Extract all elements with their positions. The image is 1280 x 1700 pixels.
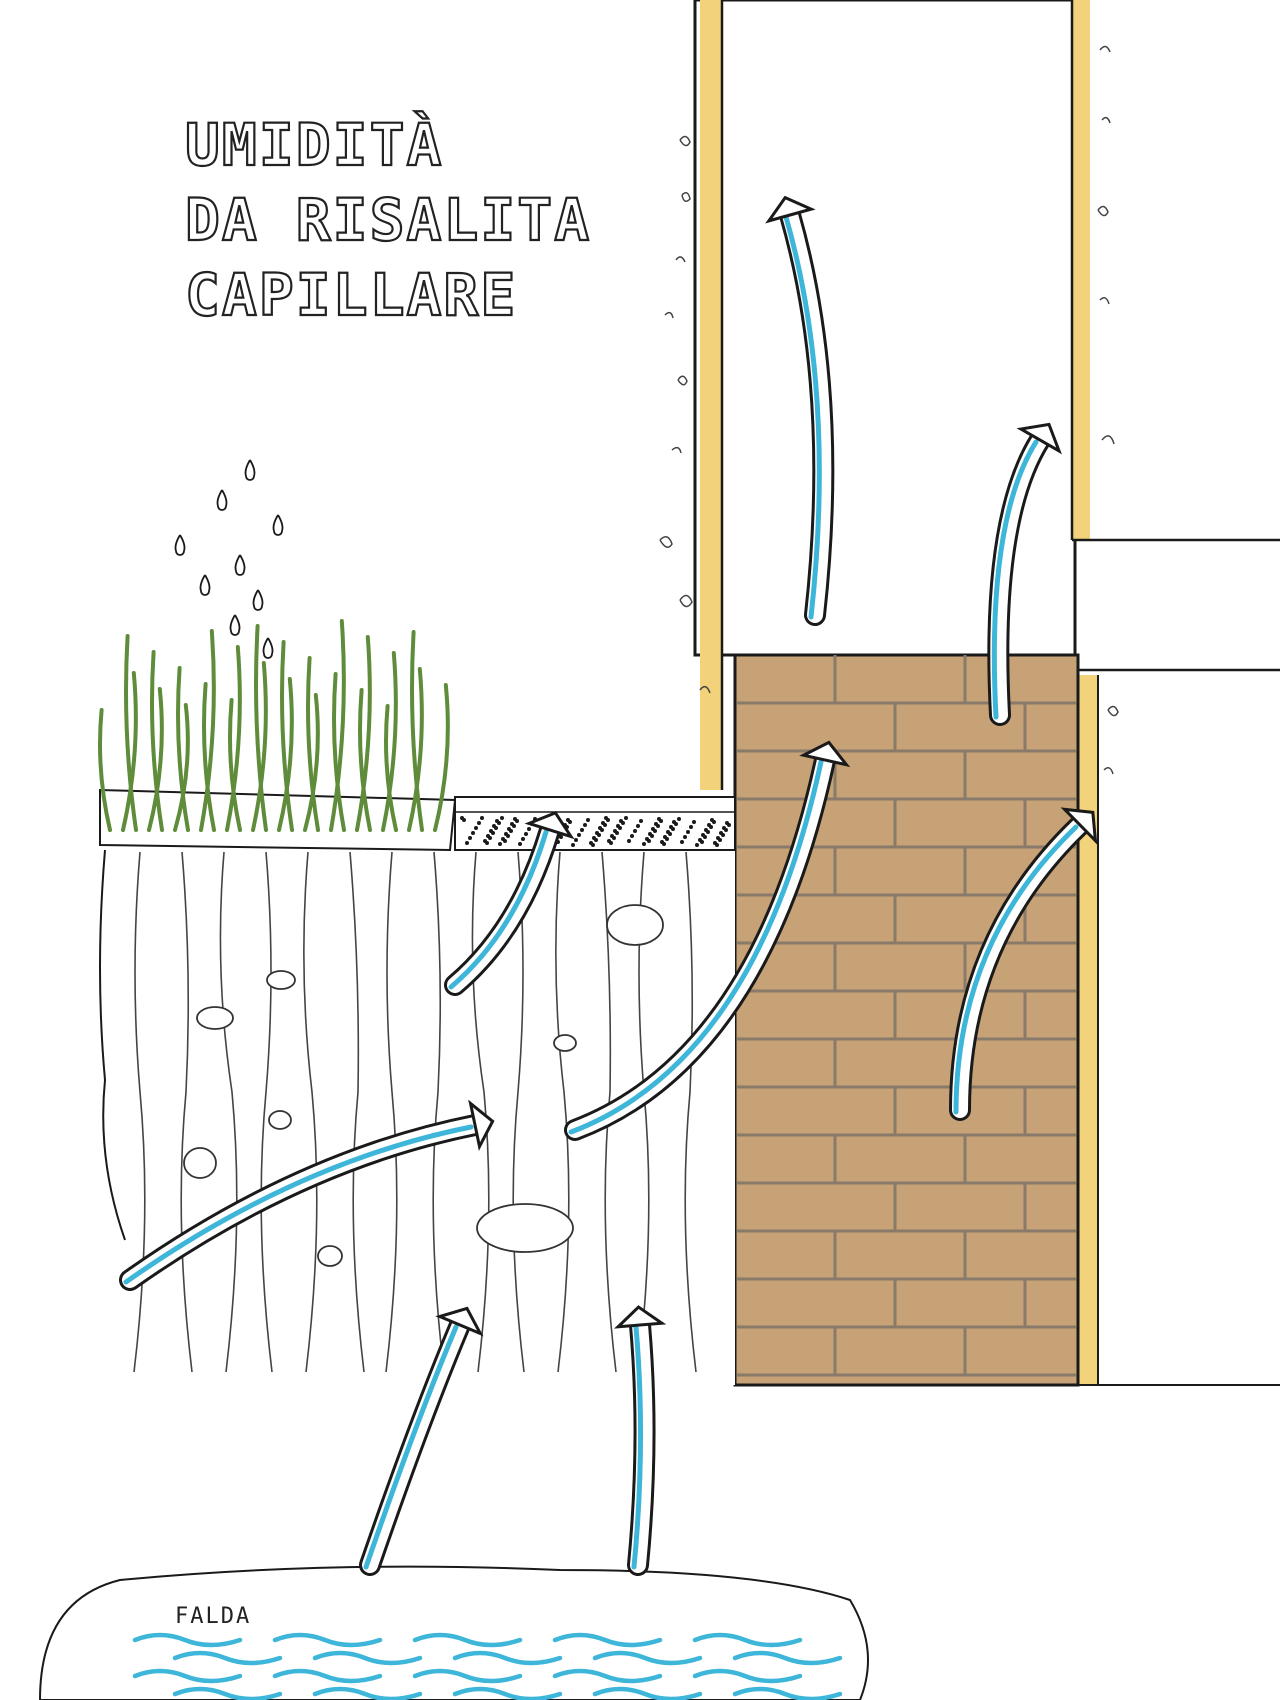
water-waves (132, 1632, 843, 1700)
title-line-2: DA RISALITA (185, 186, 591, 254)
arrow-soil-left (119, 1099, 495, 1291)
grass-blades (98, 619, 450, 832)
arrow-aquifer-right (614, 1305, 667, 1576)
stones (183, 904, 664, 1267)
flaking-marks (659, 45, 1119, 775)
water-drop-icon (174, 459, 284, 659)
plaster-left (700, 0, 722, 790)
mortar-joints (737, 655, 1076, 1377)
arrow-brick-to-upper-right (987, 422, 1062, 726)
plaster-right (1072, 0, 1090, 540)
soil (99, 849, 735, 1385)
title-line-3: CAPILLARE (185, 261, 517, 329)
grass-patch (98, 619, 457, 852)
arrow-aquifer-left (359, 1306, 484, 1576)
arrow-brick-to-right (949, 807, 1098, 1121)
aquifer: FALDA (38, 1565, 869, 1700)
upper-wall (659, 0, 1280, 1386)
arrow-soil-to-brick (564, 740, 851, 1141)
title: UMIDITÀ DA RISALITA CAPILLARE (184, 109, 591, 330)
capillary-arrows (119, 195, 1098, 1576)
arrow-brick-to-upper (765, 195, 835, 626)
plaster-lower-right (1078, 675, 1098, 1385)
gravel-pavement (454, 796, 736, 851)
arrow-soil-to-gravel (444, 810, 575, 996)
aquifer-label: FALDA (175, 1604, 251, 1629)
brick-wall (733, 653, 1080, 1387)
title-line-1: UMIDITÀ (185, 110, 443, 179)
